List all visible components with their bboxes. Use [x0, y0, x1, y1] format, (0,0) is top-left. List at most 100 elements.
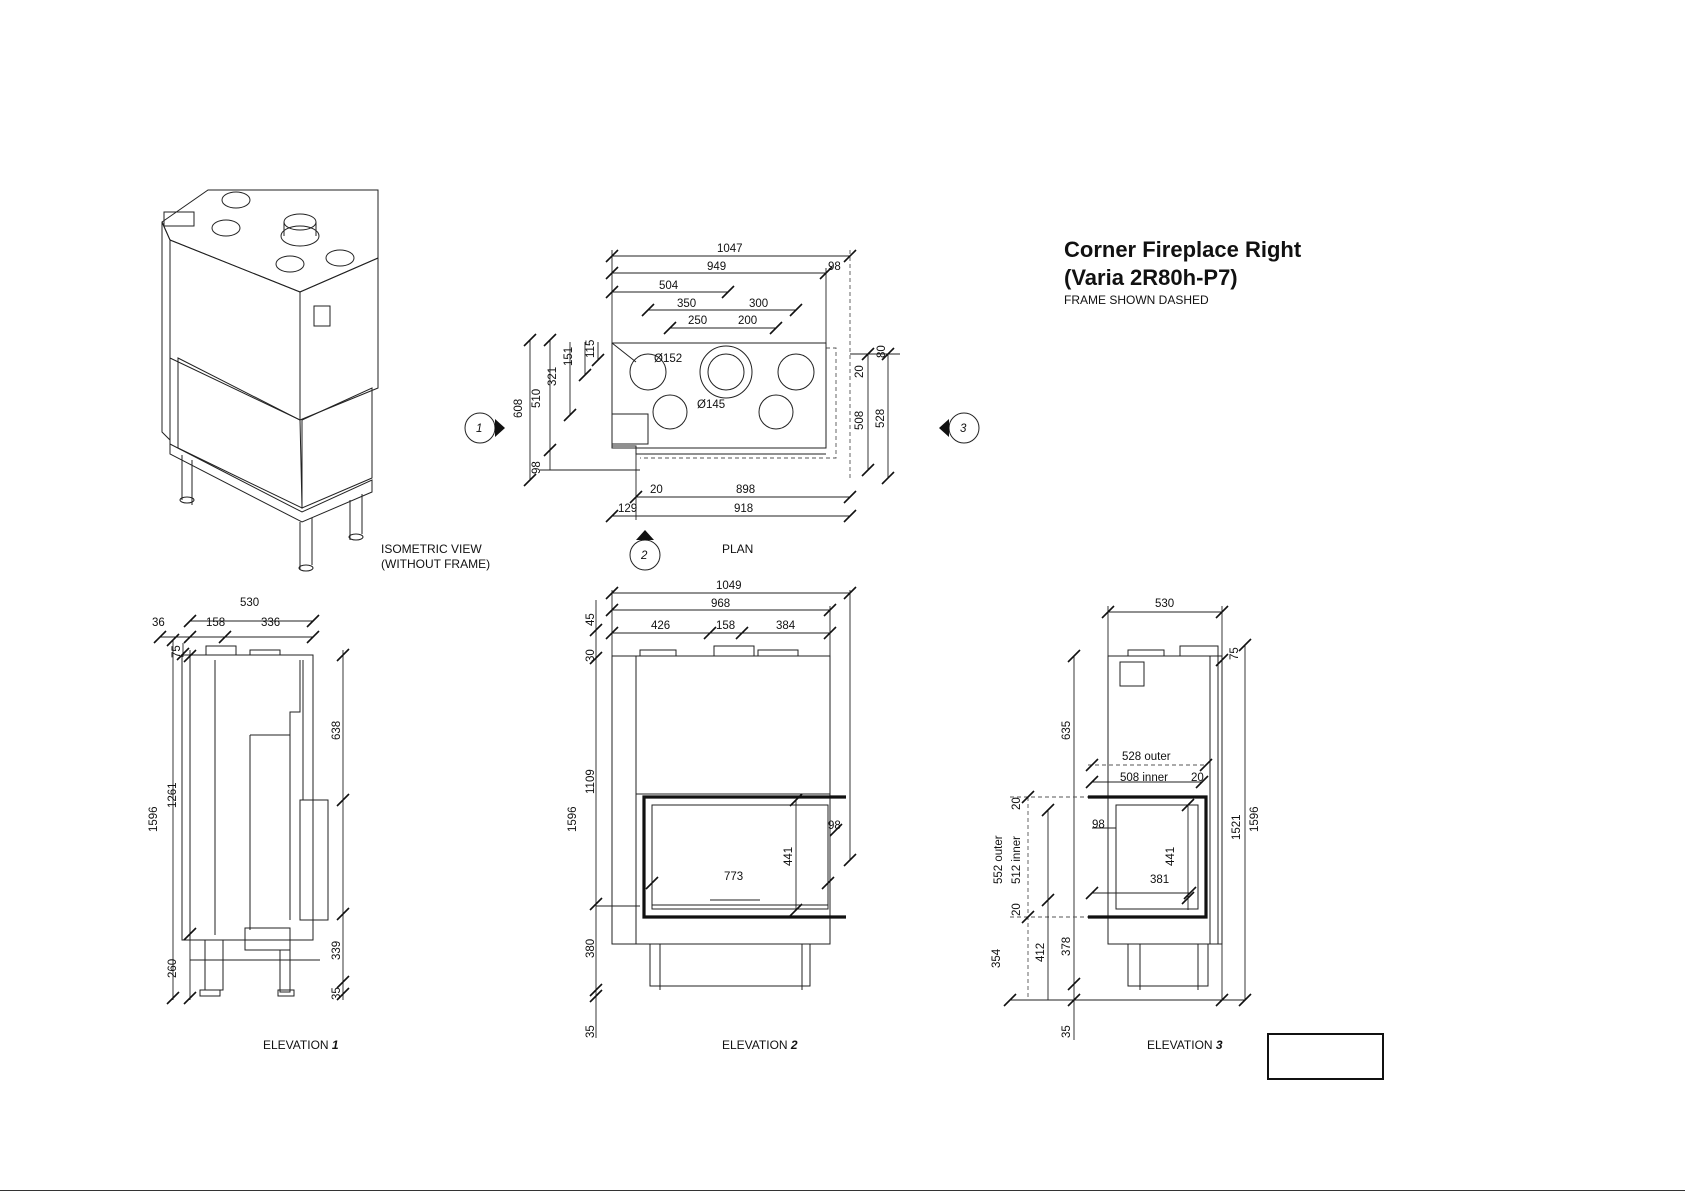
elev2-dim-426: 426: [651, 620, 670, 632]
dim-504: 504: [659, 280, 679, 292]
drawing-title: Corner Fireplace Right (Varia 2R80h-P7): [1064, 236, 1301, 292]
drawing-title-line-2: (Varia 2R80h-P7): [1064, 265, 1238, 290]
view-marker-3: 3: [939, 412, 980, 444]
elev1-dim-158: 158: [206, 617, 225, 629]
view-marker-2: 2: [629, 530, 661, 571]
stamp-box: [1267, 1033, 1384, 1080]
elev3-dim-35: 35: [1061, 1025, 1073, 1038]
svg-text:3: 3: [960, 423, 967, 435]
elev3-dim-635: 635: [1061, 721, 1073, 740]
dim-151: 151: [563, 347, 575, 366]
dim-528: 528: [875, 409, 887, 428]
elev2-dim-45: 45: [585, 613, 597, 626]
elev3-dim-512-inner: 512 inner: [1011, 836, 1023, 884]
elev3-dim-508-inner: 508 inner: [1120, 772, 1168, 784]
dim-949: 949: [707, 261, 726, 273]
elev3-dim-530: 530: [1155, 598, 1174, 610]
elev1-dim-530: 530: [240, 597, 259, 609]
elev3-dim-381: 381: [1150, 874, 1169, 886]
dim-20-right: 20: [854, 365, 866, 378]
dim-350: 350: [677, 298, 696, 310]
elev2-dim-98: 98: [828, 820, 841, 832]
elevation-1-view: 530 36 158 336 75 1596 1261 638 339 260 …: [148, 597, 350, 1005]
elevation-2-caption: ELEVATION 2: [722, 1038, 798, 1053]
elev3-dim-20-top: 20: [1191, 772, 1204, 784]
elev1-dim-75: 75: [171, 645, 183, 658]
elevation-1-caption-text: ELEVATION: [263, 1038, 332, 1052]
dim-dia-145: Ø145: [697, 399, 725, 411]
isometric-caption: ISOMETRIC VIEW (WITHOUT FRAME): [381, 542, 490, 572]
elev1-dim-339: 339: [331, 941, 343, 960]
elevation-2-caption-text: ELEVATION: [722, 1038, 791, 1052]
dim-115: 115: [585, 340, 597, 358]
isometric-caption-line-2: (WITHOUT FRAME): [381, 557, 491, 571]
elev2-dim-968: 968: [711, 598, 730, 610]
elev3-dim-412: 412: [1035, 943, 1047, 962]
elev3-dim-1521: 1521: [1231, 814, 1243, 840]
elevation-1-caption: ELEVATION 1: [263, 1038, 339, 1053]
view-marker-1: 1: [464, 412, 505, 444]
dim-250: 250: [688, 315, 707, 327]
elev3-dim-552-outer: 552 outer: [993, 835, 1005, 884]
plan-view: 1047 949 98 504 350 300 250 200 Ø152 Ø14…: [464, 243, 980, 571]
elev2-dim-1109: 1109: [585, 769, 597, 794]
elev3-dim-75: 75: [1229, 647, 1241, 660]
dim-98-left: 98: [531, 461, 543, 474]
elev2-dim-441: 441: [783, 847, 795, 866]
dim-510: 510: [531, 389, 543, 408]
elev2-dim-380: 380: [585, 939, 597, 958]
elev2-dim-1596: 1596: [567, 806, 579, 832]
elev1-dim-36: 36: [152, 617, 165, 629]
drawing-title-line-1: Corner Fireplace Right: [1064, 237, 1302, 262]
svg-text:1: 1: [476, 423, 482, 435]
elev2-dim-773: 773: [724, 871, 743, 883]
dim-898: 898: [736, 484, 755, 496]
dim-dia-152: Ø152: [654, 353, 682, 365]
drawing-subtitle: FRAME SHOWN DASHED: [1064, 293, 1209, 307]
dim-1047: 1047: [717, 243, 743, 255]
elevation-3-caption: ELEVATION 3: [1147, 1038, 1223, 1053]
elev2-dim-35: 35: [585, 1025, 597, 1038]
elev2-dim-158: 158: [716, 620, 735, 632]
elev1-dim-35: 35: [331, 987, 343, 1000]
dim-98: 98: [828, 261, 841, 273]
elev3-dim-20-left: 20: [1011, 797, 1023, 810]
elev2-dim-30: 30: [585, 649, 597, 662]
elevation-2-view: 1049 968 426 158 384 45 30 1109 1596 98 …: [567, 580, 857, 1038]
dim-129: 129: [618, 503, 637, 515]
elev3-dim-1596: 1596: [1249, 806, 1261, 832]
elev3-dim-354: 354: [991, 948, 1003, 968]
dim-918: 918: [734, 503, 753, 515]
elev1-dim-1596: 1596: [148, 806, 160, 832]
elev3-dim-98: 98: [1092, 819, 1105, 831]
dim-20-bottom: 20: [650, 484, 663, 496]
sheet-bottom-border: [0, 1190, 1685, 1191]
elev3-dim-20-bottom: 20: [1011, 903, 1023, 916]
elev3-dim-441: 441: [1165, 847, 1177, 866]
elev1-dim-336: 336: [261, 617, 280, 629]
dim-508: 508: [854, 411, 866, 430]
elev3-dim-378: 378: [1061, 937, 1073, 956]
dim-608: 608: [513, 399, 525, 418]
plan-caption: PLAN: [722, 542, 754, 556]
elevation-1-caption-number: 1: [331, 1038, 339, 1052]
elevation-2-caption-number: 2: [790, 1038, 798, 1052]
elev1-dim-638: 638: [331, 721, 343, 740]
elevation-3-caption-text: ELEVATION: [1147, 1038, 1216, 1052]
isometric-caption-line-1: ISOMETRIC VIEW: [381, 542, 482, 556]
dim-300: 300: [749, 298, 768, 310]
elev1-dim-1261: 1261: [167, 782, 179, 808]
elev1-dim-260: 260: [167, 959, 179, 978]
isometric-view: [161, 189, 379, 572]
elev2-dim-1049: 1049: [716, 580, 742, 592]
elev3-dim-528-outer: 528 outer: [1122, 751, 1171, 763]
elevation-3-caption-number: 3: [1215, 1038, 1223, 1052]
dim-80: 80: [876, 345, 888, 358]
elev2-dim-384: 384: [776, 620, 796, 632]
svg-text:2: 2: [640, 550, 648, 562]
dim-200: 200: [738, 315, 757, 327]
dim-321: 321: [547, 367, 559, 386]
elevation-3-view: 530 75 635 528 outer 508 inner 20 20 98 …: [991, 598, 1261, 1040]
